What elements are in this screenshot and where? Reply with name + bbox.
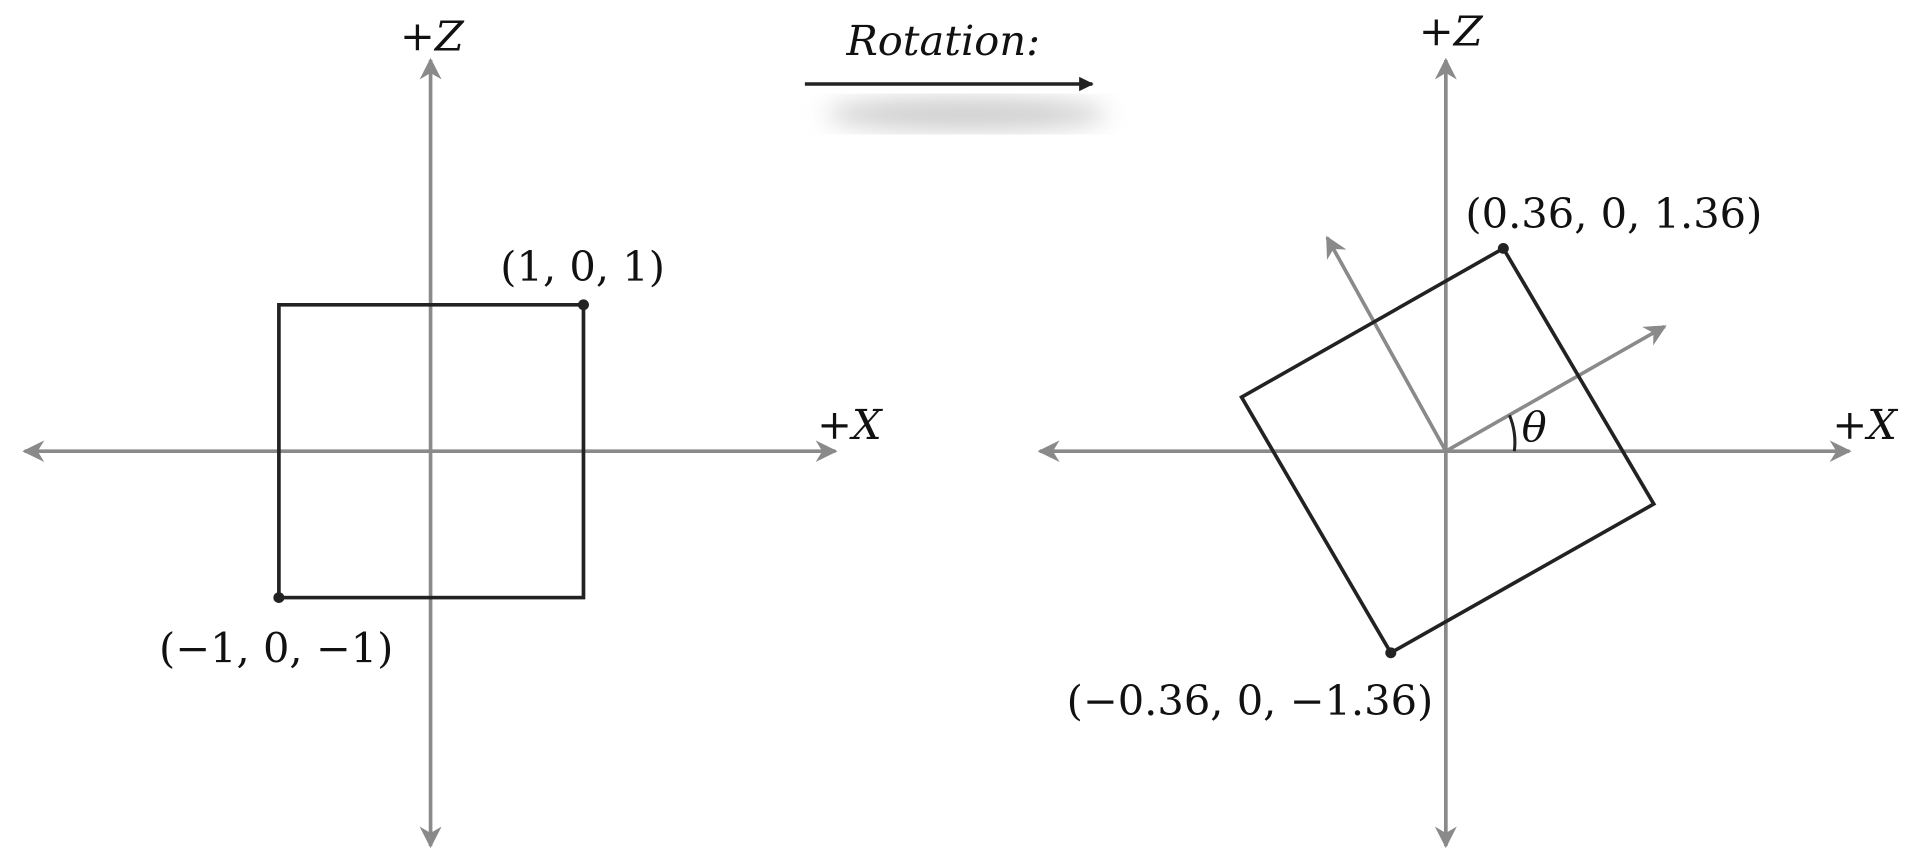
left-x-label: +X	[817, 402, 883, 450]
angle-arc	[1508, 414, 1517, 452]
right-panel: +Z +X θ (0.36, 0, 1.36) (−0.36, 0, −1.36…	[1037, 8, 1899, 849]
point-label-top-right: (1, 0, 1)	[500, 243, 665, 291]
rotation-title: Rotation:	[845, 18, 1040, 66]
right-z-label: +Z	[1419, 8, 1484, 56]
corner-point	[1497, 243, 1509, 254]
left-panel: +Z +X (1, 0, 1) (−1, 0, −1)	[22, 13, 883, 849]
rotation-indicator: Rotation:	[804, 18, 1108, 131]
original-square	[277, 303, 586, 600]
left-z-label: +Z	[400, 13, 465, 61]
corner-point	[1385, 647, 1397, 659]
right-x-label: +X	[1832, 402, 1898, 450]
theta-label: θ	[1522, 404, 1547, 452]
corner-point	[273, 592, 285, 603]
rotated-z-axis	[1325, 235, 1448, 453]
point-label-bottom-left: (−1, 0, −1)	[159, 625, 393, 673]
point-label-top: (0.36, 0, 1.36)	[1465, 190, 1762, 238]
arrow-shadow	[825, 97, 1108, 131]
corner-point	[577, 299, 589, 311]
point-label-bottom: (−0.36, 0, −1.36)	[1067, 678, 1434, 726]
rotated-x-axis	[1444, 324, 1667, 453]
